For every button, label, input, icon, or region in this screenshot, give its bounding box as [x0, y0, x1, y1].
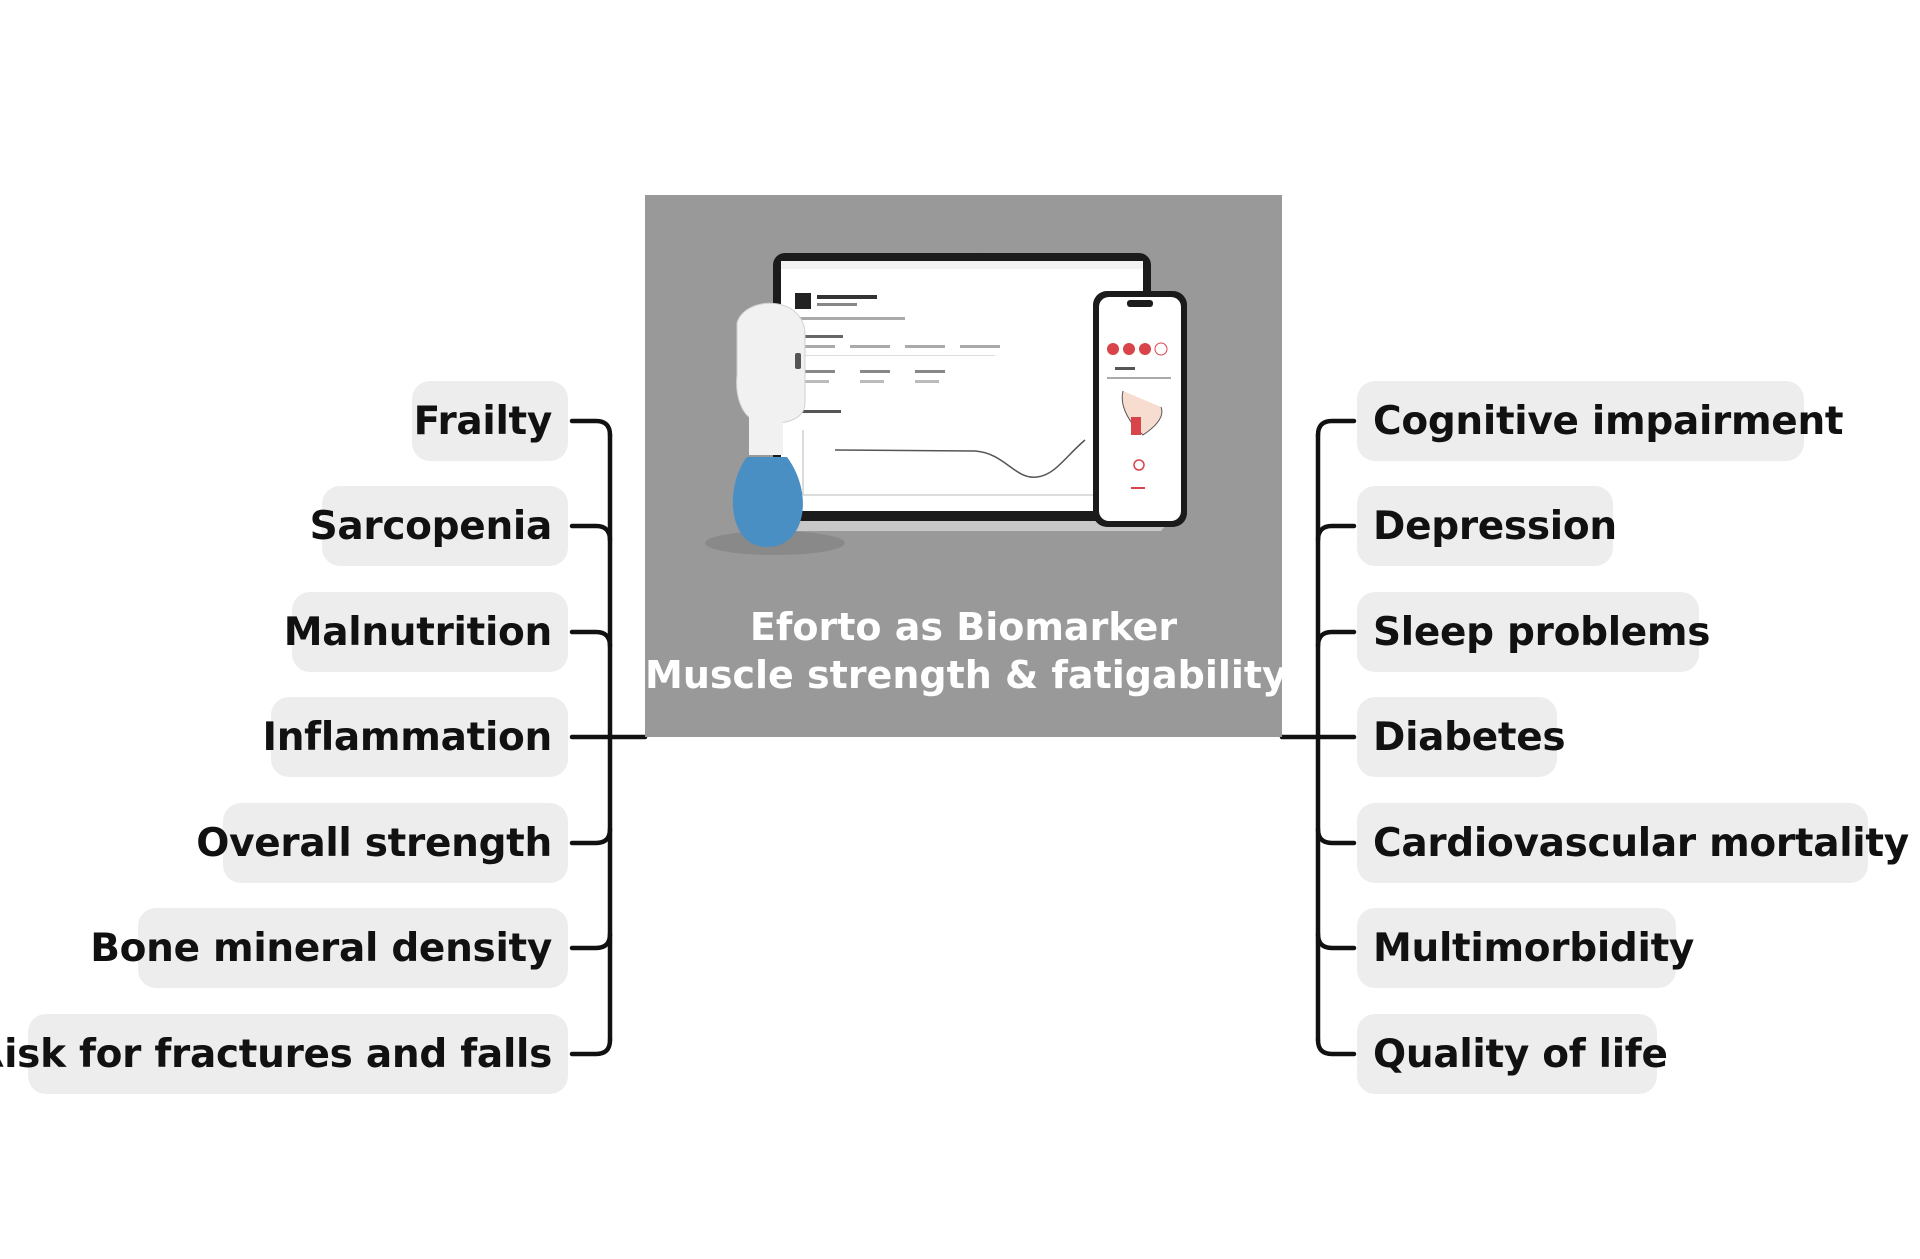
left-connector-6 — [569, 1037, 613, 1057]
node-diabetes: Diabetes — [1357, 697, 1566, 777]
node-risk-fractures-falls: Risk for fractures and falls — [0, 1014, 568, 1094]
dynamometer-icon — [705, 302, 845, 555]
node-label: Multimorbidity — [1373, 925, 1695, 971]
node-label: Sleep problems — [1373, 609, 1711, 655]
node-label: Cognitive impairment — [1373, 398, 1844, 444]
right-connector-2 — [1315, 629, 1357, 649]
right-connector-5 — [1315, 931, 1357, 951]
node-cognitive-impairment: Cognitive impairment — [1357, 381, 1844, 461]
node-sleep-problems: Sleep problems — [1357, 592, 1710, 672]
node-label: Diabetes — [1373, 714, 1566, 760]
node-label: Malnutrition — [283, 609, 553, 655]
node-label: Overall strength — [196, 820, 552, 866]
node-label: Quality of life — [1373, 1031, 1668, 1077]
center-title-line2: Muscle strength & fatigability — [645, 653, 1287, 697]
right-connector-6 — [1315, 1037, 1357, 1057]
node-bone-mineral-density: Bone mineral density — [90, 908, 568, 988]
node-frailty: Frailty — [412, 381, 568, 461]
center-title-line1: Eforto as Biomarker — [749, 605, 1178, 649]
node-label: Sarcopenia — [309, 503, 553, 549]
left-connector-4 — [569, 826, 613, 846]
node-inflammation: Inflammation — [263, 697, 568, 777]
laptop-icon — [773, 253, 1151, 521]
phone-icon — [1093, 291, 1187, 527]
node-label: Frailty — [413, 398, 553, 444]
node-depression: Depression — [1357, 486, 1617, 566]
center-card: Eforto as Biomarker Muscle strength & fa… — [645, 195, 1287, 737]
node-sarcopenia: Sarcopenia — [310, 486, 568, 566]
right-connector-1 — [1315, 523, 1357, 543]
node-quality-of-life: Quality of life — [1357, 1014, 1668, 1094]
right-connector-0 — [1315, 418, 1357, 438]
left-connector-5 — [569, 931, 613, 951]
node-label: Risk for fractures and falls — [0, 1031, 552, 1077]
left-connector-1 — [569, 523, 613, 543]
node-cardiovascular-mortality: Cardiovascular mortality — [1357, 803, 1909, 883]
node-label: Bone mineral density — [90, 925, 552, 971]
node-malnutrition: Malnutrition — [284, 592, 568, 672]
right-connector-4 — [1315, 826, 1357, 846]
center-title: Eforto as Biomarker Muscle strength & fa… — [645, 603, 1287, 699]
left-connector-0 — [569, 418, 613, 438]
left-connector-2 — [569, 629, 613, 649]
node-label: Inflammation — [262, 714, 553, 760]
node-label: Cardiovascular mortality — [1373, 820, 1909, 866]
node-label: Depression — [1373, 503, 1617, 549]
node-multimorbidity: Multimorbidity — [1357, 908, 1694, 988]
device-illustration — [705, 253, 1187, 555]
node-overall-strength: Overall strength — [196, 803, 568, 883]
